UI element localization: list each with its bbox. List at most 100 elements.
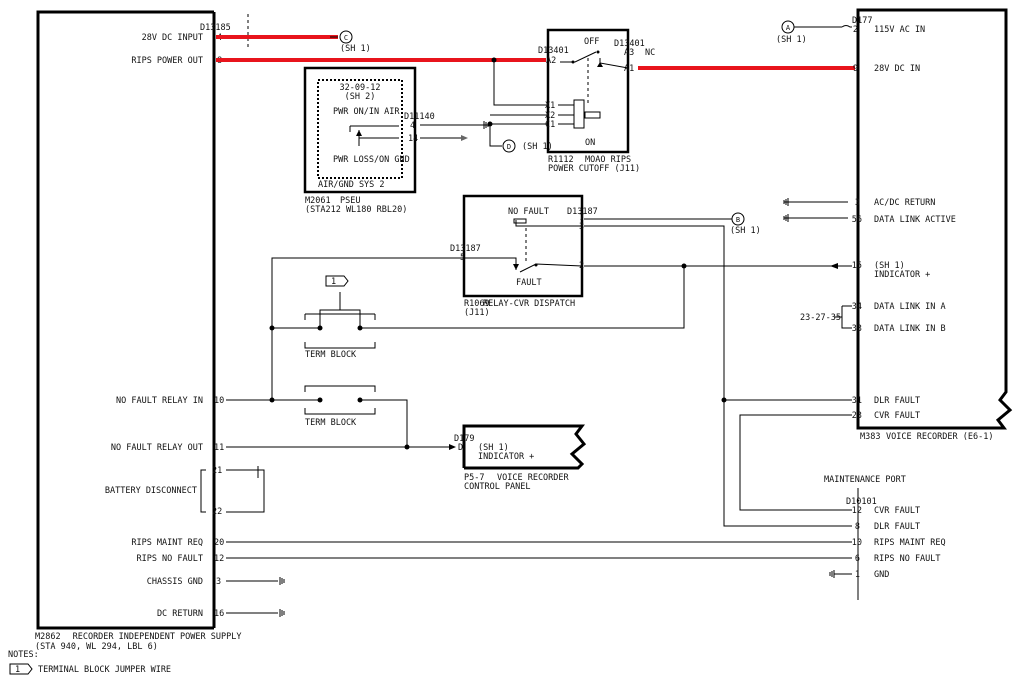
- pin-11: 11: [214, 443, 224, 453]
- svg-text:D13187: D13187: [450, 244, 481, 254]
- svg-text:R1112: R1112: [548, 155, 574, 165]
- svg-text:28V DC IN: 28V DC IN: [874, 64, 920, 74]
- wire-battery-disconnect: [226, 466, 265, 513]
- pin-label-no-fault-relay-in: NO FAULT RELAY IN: [116, 396, 203, 406]
- svg-text:1: 1: [331, 277, 336, 287]
- psu-location: (STA 940, WL 294, LBL 6): [35, 642, 158, 652]
- offsheet-c: C (SH 1): [330, 30, 371, 54]
- svg-text:INDICATOR +: INDICATOR +: [874, 270, 930, 280]
- maintenance-port: MAINTENANCE PORT D10101 12 CVR FAULT 8 D…: [824, 475, 946, 600]
- svg-text:RELAY-CVR DISPATCH: RELAY-CVR DISPATCH: [483, 299, 575, 309]
- svg-text:32-09-12: 32-09-12: [340, 83, 381, 93]
- notes: NOTES: 1 TERMINAL BLOCK JUMPER WIRE: [8, 650, 171, 675]
- relay-cvr-dispatch: NO FAULT D13187 7 3 2 D13187 5 FAULT R10…: [450, 194, 598, 318]
- term-block-lower: TERM BLOCK: [304, 385, 376, 428]
- svg-text:TERM BLOCK: TERM BLOCK: [305, 350, 357, 360]
- pin-label-dc-return: DC RETURN: [157, 609, 203, 619]
- svg-text:X2: X2: [545, 111, 555, 121]
- svg-text:PWR LOSS/ON GND: PWR LOSS/ON GND: [333, 155, 410, 165]
- offsheet-a: A (SH 1): [776, 20, 852, 45]
- svg-text:A: A: [786, 24, 791, 32]
- term-block-upper: 1 TERM BLOCK: [304, 275, 376, 360]
- svg-text:8: 8: [855, 522, 860, 532]
- pin-label-28v-dc-input: 28V DC INPUT: [142, 33, 203, 43]
- svg-text:MOAO RIPS: MOAO RIPS: [585, 155, 631, 165]
- pin-12: 12: [214, 554, 224, 564]
- svg-text:P5-7: P5-7: [464, 473, 484, 483]
- svg-text:PSEU: PSEU: [340, 196, 360, 206]
- svg-text:D13401: D13401: [614, 39, 645, 49]
- svg-text:(SH 2): (SH 2): [345, 92, 376, 102]
- svg-text:M2061: M2061: [305, 196, 331, 206]
- wire-ac-dc-return: [783, 198, 848, 206]
- svg-text:3: 3: [579, 222, 584, 232]
- wire-data-link: [834, 305, 852, 329]
- svg-text:DLR FAULT: DLR FAULT: [874, 522, 920, 532]
- svg-text:OFF: OFF: [584, 37, 599, 47]
- svg-text:NO FAULT: NO FAULT: [508, 207, 549, 217]
- svg-text:TERM BLOCK: TERM BLOCK: [305, 418, 357, 428]
- svg-text:14: 14: [408, 134, 418, 144]
- svg-text:TERMINAL BLOCK JUMPER WIRE: TERMINAL BLOCK JUMPER WIRE: [38, 665, 171, 675]
- svg-text:ON: ON: [585, 138, 595, 148]
- wire-pseu-pin4: [420, 121, 490, 129]
- svg-text:9: 9: [853, 64, 858, 74]
- pin-21: 21: [212, 466, 222, 476]
- svg-text:A2: A2: [546, 56, 556, 66]
- svg-text:12: 12: [852, 506, 862, 516]
- svg-text:56: 56: [852, 215, 862, 225]
- svg-text:D179: D179: [454, 434, 474, 444]
- svg-text:D10101: D10101: [846, 497, 877, 507]
- svg-text:D177: D177: [852, 16, 872, 26]
- svg-text:15: 15: [852, 261, 862, 271]
- svg-text:6: 6: [855, 554, 860, 564]
- svg-text:NC: NC: [645, 48, 655, 58]
- svg-text:CVR FAULT: CVR FAULT: [874, 411, 920, 421]
- svg-text:M383: M383: [860, 432, 880, 442]
- voice-recorder-control-panel: D179 D (SH 1) INDICATOR + P5-7 VOICE REC…: [454, 424, 587, 492]
- svg-text:CVR FAULT: CVR FAULT: [874, 506, 920, 516]
- pin-3: 3: [216, 577, 221, 587]
- svg-text:AIR/GND SYS 2: AIR/GND SYS 2: [318, 180, 385, 190]
- pin-16: 16: [214, 609, 224, 619]
- wire-cutoff-c1: [489, 123, 547, 147]
- pseu-module: 32-09-12 (SH 2) PWR ON/IN AIR PWR LOSS/O…: [303, 66, 435, 215]
- svg-text:7: 7: [579, 213, 584, 223]
- wire-cvr-fault: [739, 414, 852, 511]
- svg-text:3: 3: [855, 198, 860, 208]
- svg-text:33: 33: [852, 324, 862, 334]
- svg-text:B: B: [736, 216, 740, 224]
- data-link-ref: 23-27-35: [800, 313, 841, 323]
- svg-text:PWR ON/IN AIR: PWR ON/IN AIR: [333, 107, 400, 117]
- pin-label-battery-disconnect: BATTERY DISCONNECT: [105, 486, 197, 496]
- svg-text:(SH 1): (SH 1): [522, 142, 553, 152]
- pin-label-no-fault-relay-out: NO FAULT RELAY OUT: [111, 443, 203, 453]
- svg-text:DATA LINK IN A: DATA LINK IN A: [874, 302, 946, 312]
- svg-text:A3: A3: [624, 48, 634, 58]
- rips-power-cutoff: D13401 D13401 OFF ON A3 NC A2 A1 X1 X2 C…: [538, 28, 655, 174]
- svg-text:D: D: [507, 143, 511, 151]
- pin-label-rips-no-fault: RIPS NO FAULT: [136, 554, 203, 564]
- svg-text:MAINTENANCE PORT: MAINTENANCE PORT: [824, 475, 906, 485]
- svg-text:(SH 1): (SH 1): [730, 226, 761, 236]
- svg-text:INDICATOR +: INDICATOR +: [478, 452, 534, 462]
- svg-text:2: 2: [853, 25, 858, 35]
- wire-term-to-panel: [360, 399, 408, 447]
- offsheet-b: B (SH 1): [584, 212, 761, 236]
- svg-text:(STA212 WL180 RBL20): (STA212 WL180 RBL20): [305, 205, 407, 215]
- recorder-power-supply: D13185 28V DC INPUT 4 RIPS POWER OUT 8 N…: [35, 10, 249, 652]
- svg-text:CONTROL PANEL: CONTROL PANEL: [464, 482, 531, 492]
- svg-text:(SH 1): (SH 1): [478, 443, 509, 453]
- offsheet-d: D (SH 1): [502, 139, 553, 153]
- wire-relay-pin5: [271, 257, 470, 400]
- svg-text:POWER CUTOFF (J11): POWER CUTOFF (J11): [548, 164, 640, 174]
- svg-text:RIPS NO FAULT: RIPS NO FAULT: [874, 554, 941, 564]
- svg-text:DATA LINK IN B: DATA LINK IN B: [874, 324, 946, 334]
- left-connector-label: D13185: [200, 23, 231, 33]
- svg-text:NOTES:: NOTES:: [8, 650, 39, 660]
- pin-10: 10: [214, 396, 224, 406]
- svg-text:C: C: [344, 34, 348, 42]
- svg-text:23: 23: [852, 411, 862, 421]
